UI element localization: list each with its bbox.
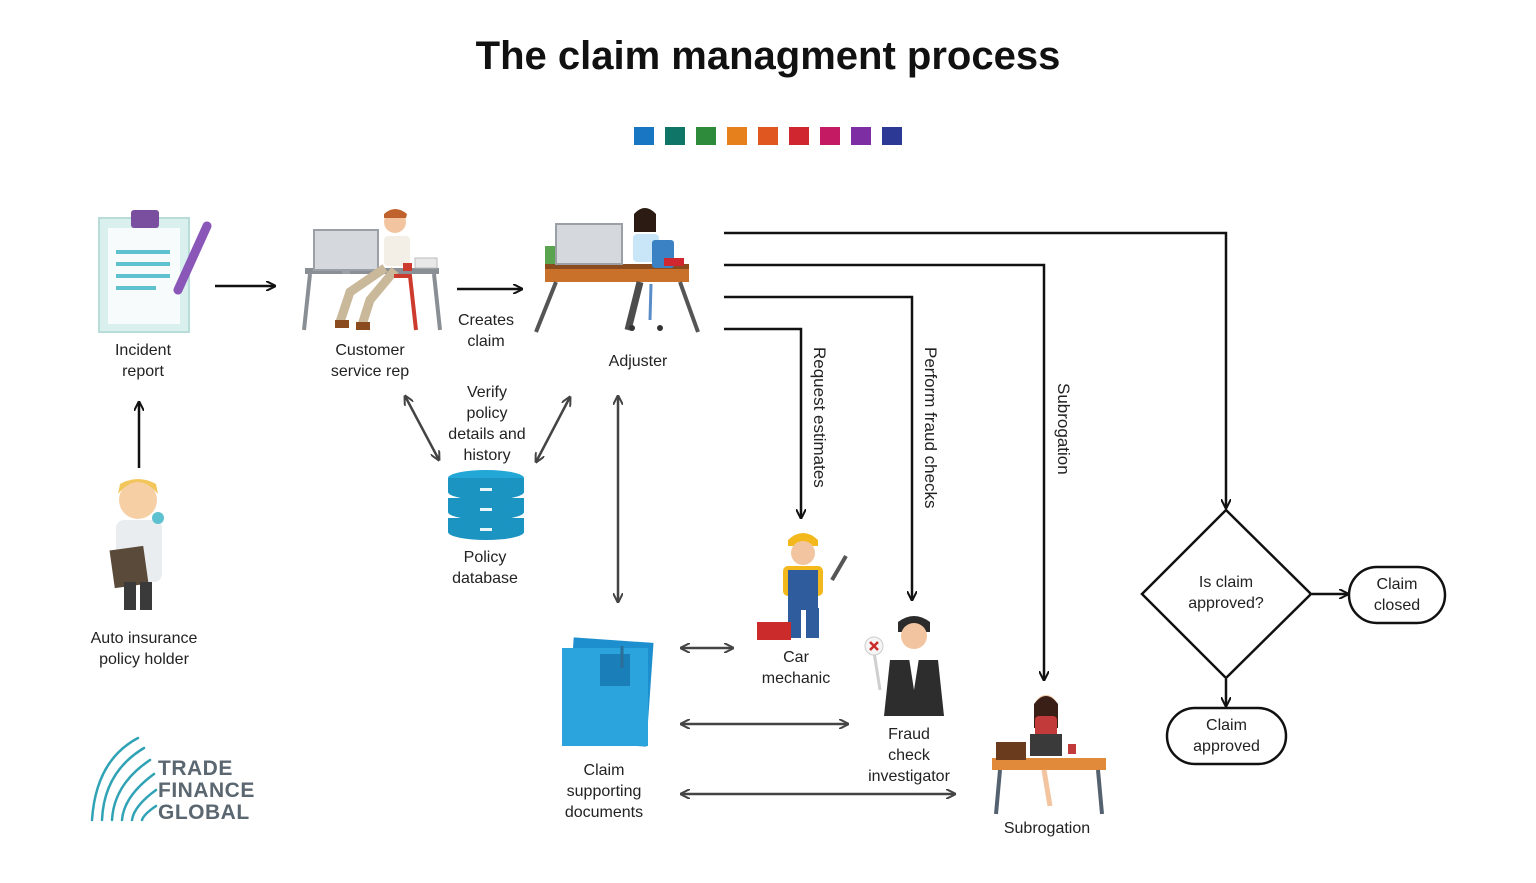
decision-label: Is claim approved?: [1188, 574, 1264, 612]
palette-swatch: [851, 127, 871, 145]
palette-swatch: [758, 127, 778, 145]
claim-closed-label: Claim closed: [1373, 576, 1421, 614]
database-icon: [448, 470, 524, 540]
palette-swatch: [820, 127, 840, 145]
claim-approved-label: Claim approved: [1193, 717, 1260, 755]
arrow-adjuster-db: [536, 397, 570, 462]
subrogation-edge-label: Subrogation: [1054, 383, 1073, 475]
folder-icon: [562, 637, 654, 747]
csr-desk-icon: [302, 209, 442, 331]
decision-diamond: [1140, 508, 1313, 680]
policy-database-label: Policy database: [452, 549, 518, 587]
palette-swatch: [882, 127, 902, 145]
fraud-investigator-label: Fraud check investigator: [868, 726, 950, 785]
subrogation-desk-icon: [992, 695, 1106, 815]
page-title: The claim managment process: [475, 34, 1061, 78]
line-to-decision: [724, 231, 1226, 508]
subrogation-label: Subrogation: [1003, 820, 1091, 837]
palette-swatch: [696, 127, 716, 145]
palette-swatch: [665, 127, 685, 145]
investigator-icon: [864, 616, 944, 716]
customer-service-rep-label: Customer service rep: [330, 342, 410, 380]
request-estimates-label: Request estimates: [810, 347, 829, 488]
mechanic-icon: [757, 533, 848, 640]
palette-swatch: [634, 127, 654, 145]
person-phone-icon: [109, 479, 164, 610]
policy-holder-label: Auto insurance policy holder: [90, 630, 198, 668]
verify-policy-label: Verify policy details and history: [448, 384, 526, 464]
adjuster-desk-icon: [534, 208, 700, 333]
claim-documents-label: Claim supporting documents: [564, 762, 644, 821]
color-palette: [634, 127, 902, 145]
line-fraud-checks: [724, 295, 912, 600]
palette-swatch: [789, 127, 809, 145]
line-subrogation: [724, 263, 1044, 680]
clipboard-icon: [98, 210, 212, 333]
closed-terminal: [1347, 565, 1447, 625]
logo-text: TRADE FINANCE GLOBAL: [158, 757, 255, 824]
car-mechanic-label: Car mechanic: [761, 649, 831, 687]
palette-swatch: [727, 127, 747, 145]
approved-terminal: [1165, 706, 1288, 766]
incident-report-label: Incident report: [114, 342, 172, 380]
fraud-checks-label: Perform fraud checks: [921, 347, 940, 509]
adjuster-label: Adjuster: [608, 353, 668, 370]
trade-finance-logo-icon: [90, 736, 158, 822]
creates-claim-label: Creates claim: [457, 312, 515, 350]
line-request-estimates: [724, 327, 801, 518]
arrow-csr-db: [405, 396, 439, 460]
